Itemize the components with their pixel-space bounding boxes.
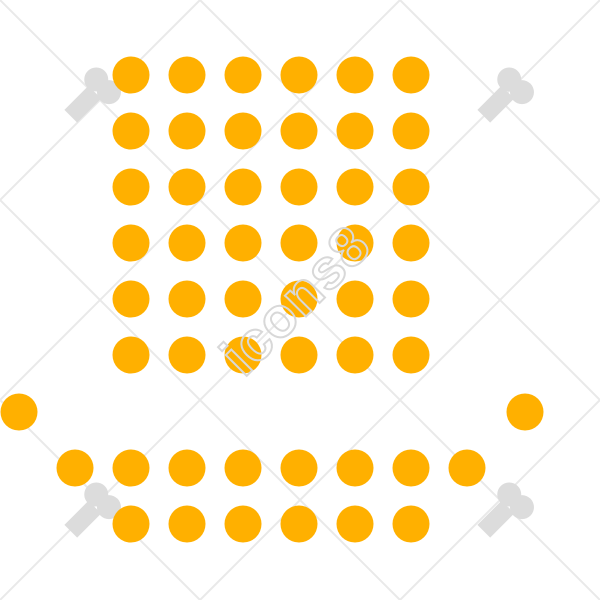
hat-dot — [336, 505, 374, 543]
hat-dot — [224, 449, 262, 487]
hat-dot — [336, 336, 374, 374]
icons8-logo-icon — [64, 482, 121, 538]
hat-dot — [336, 449, 374, 487]
hat-dot — [168, 112, 206, 150]
hat-dot — [168, 56, 206, 94]
hat-dot — [112, 112, 150, 150]
hat-dot — [224, 56, 262, 94]
hat-dot — [280, 449, 318, 487]
hat-dot — [392, 112, 430, 150]
hat-dot — [336, 224, 374, 262]
hat-dot — [392, 280, 430, 318]
hat-dot — [168, 505, 206, 543]
hat-dot — [336, 280, 374, 318]
top-hat-dotted-icon — [0, 56, 544, 543]
hat-dot — [224, 112, 262, 150]
hat-dot — [280, 56, 318, 94]
hat-dot — [392, 224, 430, 262]
icons8-logo-icon — [477, 482, 534, 538]
hat-dot — [392, 449, 430, 487]
hat-dot — [280, 112, 318, 150]
icons8-logo-icon — [477, 67, 534, 123]
hat-dot — [224, 168, 262, 206]
hat-dot — [168, 168, 206, 206]
hat-dot — [112, 336, 150, 374]
hat-dot — [224, 280, 262, 318]
hat-dot — [224, 224, 262, 262]
hat-dot — [168, 336, 206, 374]
hat-dot — [448, 449, 486, 487]
hat-dot — [506, 393, 544, 431]
hat-dot — [112, 224, 150, 262]
hat-dot — [224, 336, 262, 374]
hat-dot — [392, 505, 430, 543]
hat-dot — [112, 280, 150, 318]
hat-dot — [280, 280, 318, 318]
hat-dot — [392, 168, 430, 206]
hat-dot — [280, 505, 318, 543]
hat-dot — [112, 449, 150, 487]
hat-dot — [168, 280, 206, 318]
icons8-logo-icon — [64, 67, 121, 123]
hat-dot — [392, 336, 430, 374]
hat-dot — [224, 505, 262, 543]
hat-dot — [336, 56, 374, 94]
hat-dot — [168, 224, 206, 262]
hat-dot — [112, 168, 150, 206]
hat-dot — [280, 224, 318, 262]
hat-dot — [112, 56, 150, 94]
hat-dot — [56, 449, 94, 487]
hat-dot — [392, 56, 430, 94]
hat-dot — [168, 449, 206, 487]
watermark-line — [199, 199, 600, 600]
hat-dot — [280, 168, 318, 206]
watermark-logos — [64, 67, 534, 538]
hat-dot — [336, 112, 374, 150]
hat-dot — [112, 505, 150, 543]
hat-dot — [336, 168, 374, 206]
hat-dot — [280, 336, 318, 374]
hat-dot — [0, 393, 38, 431]
